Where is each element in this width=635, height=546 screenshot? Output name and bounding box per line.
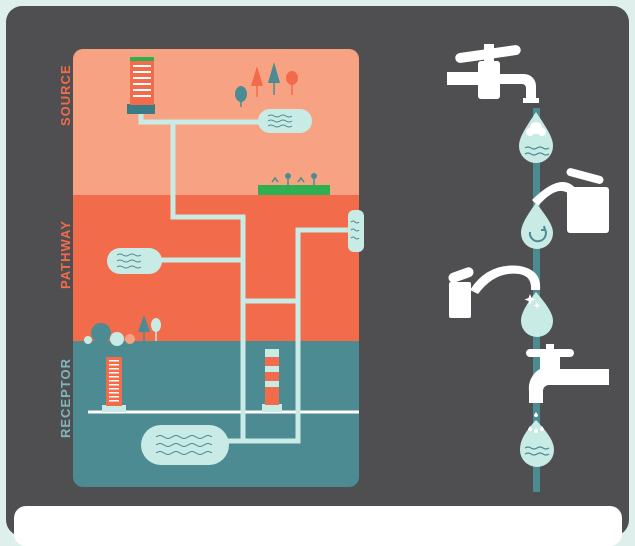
- trees-icon: [235, 62, 298, 107]
- pathway-pool-icon: [107, 248, 162, 274]
- crop-field-icon: [258, 173, 330, 195]
- side-tank-icon: [348, 210, 364, 252]
- mixer-tap-icon: [521, 168, 609, 249]
- receptor-building-icon: [102, 357, 126, 412]
- tap-drip-icon: [520, 344, 609, 467]
- water-pool-icon: [258, 109, 312, 133]
- building-icon: [127, 57, 155, 114]
- diagram-illustration: [84, 44, 609, 492]
- tap-rain-icon: [447, 44, 553, 163]
- aquifer-icon: [141, 425, 229, 465]
- pipe-network: [138, 113, 352, 444]
- sink-tap-sparkle-icon: [448, 265, 553, 337]
- water-tower-icon: [262, 349, 282, 412]
- bushes-icon: [84, 315, 161, 346]
